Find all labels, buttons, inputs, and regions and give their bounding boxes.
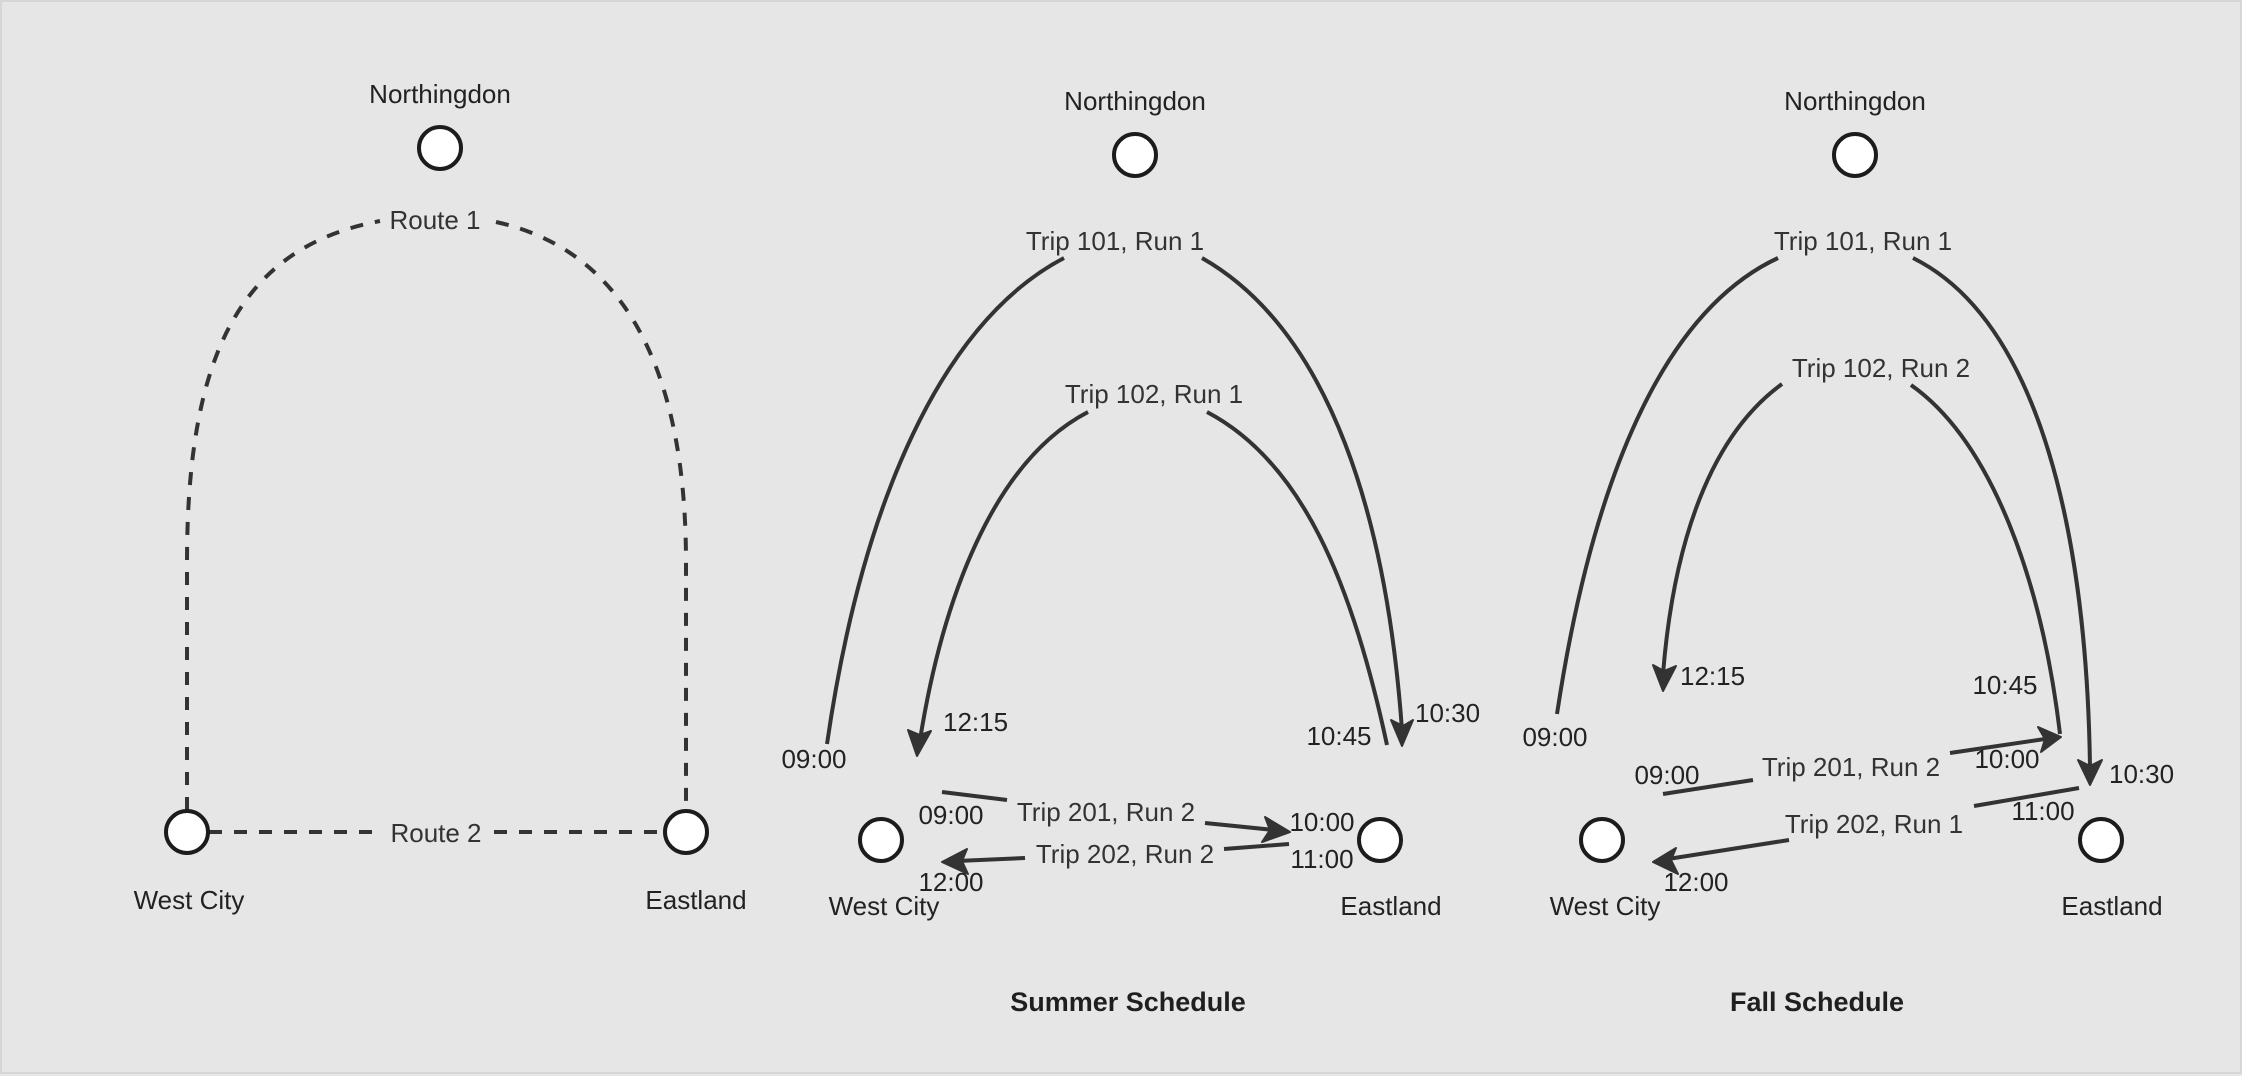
fall-trip-102-arrowhead-icon xyxy=(1652,664,1677,692)
summer-trip-201-path-left[interactable] xyxy=(941,790,1008,802)
fall-schedule-title: Fall Schedule xyxy=(1730,987,1904,1017)
node-label-eastland: Eastland xyxy=(645,885,746,915)
summer-trip-102-label: Trip 102, Run 1 xyxy=(1065,379,1243,409)
fall-trip-201-path-left[interactable] xyxy=(1662,778,1754,796)
fall-panel: Trip 101, Run 1 09:00 10:30 Trip 102, Ru… xyxy=(1522,86,2174,1017)
fall-trip-201-arrowhead-icon xyxy=(2037,726,2062,753)
summer-trip-101-arrowhead-icon xyxy=(1390,719,1414,747)
fall-trip-202-path-right[interactable] xyxy=(1973,786,2080,808)
summer-trip-102-arrive: 12:15 xyxy=(943,707,1008,737)
summer-trip-202-depart: 11:00 xyxy=(1290,844,1353,874)
fall-trip-102-arrive: 12:15 xyxy=(1680,661,1745,691)
fall-trip-102-path-left[interactable] xyxy=(1661,382,1784,675)
fall-trip-101-label: Trip 101, Run 1 xyxy=(1774,226,1952,256)
summer-node-label-west-city: West City xyxy=(829,891,940,921)
summer-trip-202-label: Trip 202, Run 2 xyxy=(1036,839,1214,869)
fall-trip-202-label: Trip 202, Run 1 xyxy=(1785,809,1963,839)
network-panel: Route 1 Route 2 Northingdon West City Ea… xyxy=(134,79,747,915)
node-label-northingdon: Northingdon xyxy=(369,79,511,109)
summer-trip-102-arrowhead-icon xyxy=(907,729,932,757)
summer-trip-201-arrowhead-icon xyxy=(1261,816,1291,843)
summer-trip-201-depart: 09:00 xyxy=(918,800,983,830)
route-1-path-left[interactable] xyxy=(185,219,381,810)
fall-node-northingdon[interactable] xyxy=(1832,132,1878,178)
fall-trip-101-path-right[interactable] xyxy=(1912,256,2092,769)
summer-schedule-title: Summer Schedule xyxy=(1010,987,1246,1017)
fall-trip-201-arrive: 10:00 xyxy=(1974,744,2039,774)
fall-node-eastland[interactable] xyxy=(2078,817,2124,863)
fall-trip-202-depart: 11:00 xyxy=(2011,796,2074,826)
summer-trip-202-arrowhead-icon xyxy=(941,848,969,875)
node-label-west-city: West City xyxy=(134,885,245,915)
fall-trip-202-arrive: 12:00 xyxy=(1663,867,1728,897)
fall-trip-101-arrive: 10:30 xyxy=(2109,759,2174,789)
summer-trip-101-arrive: 10:30 xyxy=(1415,698,1480,728)
route-2-label: Route 2 xyxy=(390,818,481,848)
fall-trip-101-path-left[interactable] xyxy=(1555,256,1779,715)
summer-trip-101-path-right[interactable] xyxy=(1201,256,1404,731)
summer-trip-101-path-left[interactable] xyxy=(825,256,1065,745)
summer-node-label-eastland: Eastland xyxy=(1340,891,1441,921)
fall-trip-102-label: Trip 102, Run 2 xyxy=(1792,353,1970,383)
summer-trip-102-path-left[interactable] xyxy=(918,410,1089,741)
summer-trip-202-path-right[interactable] xyxy=(1223,842,1290,851)
fall-node-label-eastland: Eastland xyxy=(2061,891,2162,921)
fall-trip-201-label: Trip 201, Run 2 xyxy=(1762,752,1940,782)
fall-node-west-city[interactable] xyxy=(1579,817,1625,863)
fall-trip-101-depart: 09:00 xyxy=(1522,722,1587,752)
fall-node-label-northingdon: Northingdon xyxy=(1784,86,1926,116)
fall-trip-102-depart: 10:45 xyxy=(1972,670,2037,700)
fall-trip-201-path-right[interactable] xyxy=(1949,737,2046,755)
fall-trip-101-arrowhead-icon xyxy=(2077,759,2103,786)
summer-trip-202-path-left[interactable] xyxy=(956,856,1026,863)
fall-node-label-west-city: West City xyxy=(1550,891,1661,921)
summer-trip-101-depart: 09:00 xyxy=(781,744,846,774)
route-1-label: Route 1 xyxy=(389,205,480,235)
fall-trip-201-depart: 09:00 xyxy=(1634,760,1699,790)
summer-trip-202-arrive: 12:00 xyxy=(918,867,983,897)
summer-trip-201-label: Trip 201, Run 2 xyxy=(1017,797,1195,827)
fall-trip-102-path-right[interactable] xyxy=(1909,383,2062,735)
summer-trip-102-depart: 10:45 xyxy=(1306,721,1371,751)
fall-trip-202-path-left[interactable] xyxy=(1667,838,1790,861)
node-northingdon[interactable] xyxy=(417,125,463,171)
summer-trip-201-path-right[interactable] xyxy=(1204,821,1275,832)
summer-node-eastland[interactable] xyxy=(1357,817,1403,863)
node-eastland[interactable] xyxy=(663,809,709,855)
summer-node-label-northingdon: Northingdon xyxy=(1064,86,1206,116)
route-1-path-right[interactable] xyxy=(495,220,688,810)
summer-trip-201-arrive: 10:00 xyxy=(1289,807,1354,837)
summer-trip-101-label: Trip 101, Run 1 xyxy=(1026,226,1204,256)
summer-trip-102-path-right[interactable] xyxy=(1206,410,1389,746)
summer-node-northingdon[interactable] xyxy=(1112,132,1158,178)
summer-panel: Trip 101, Run 1 09:00 10:30 Trip 102, Ru… xyxy=(781,86,1480,1017)
node-west-city[interactable] xyxy=(164,809,210,855)
summer-node-west-city[interactable] xyxy=(858,817,904,863)
fall-trip-202-arrowhead-icon xyxy=(1652,847,1679,875)
